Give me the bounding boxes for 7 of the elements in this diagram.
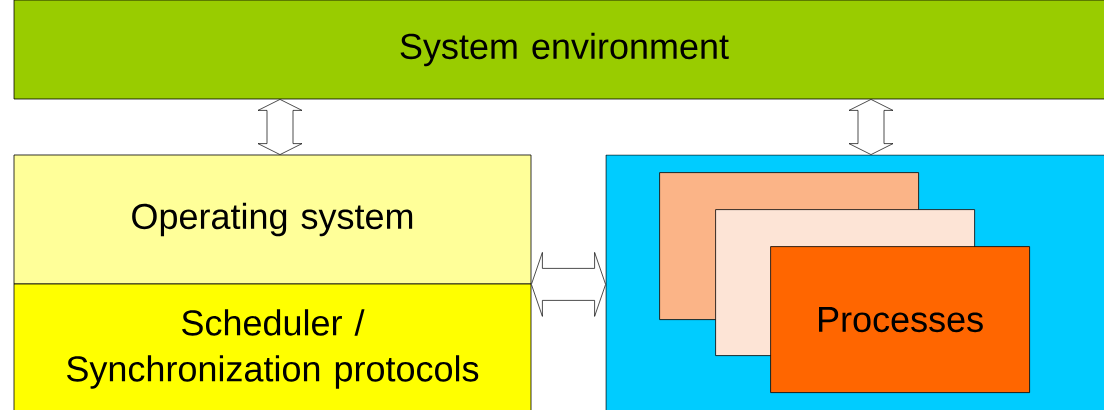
double-arrow: [848, 99, 894, 155]
double-arrow: [257, 99, 303, 155]
double-arrow: [531, 252, 606, 317]
layer-box: Scheduler / Synchronization protocols: [13, 283, 532, 410]
environment-bar: System environment: [13, 0, 1104, 100]
process-card: Processes: [770, 246, 1030, 393]
layer-box: Operating system: [13, 154, 532, 285]
